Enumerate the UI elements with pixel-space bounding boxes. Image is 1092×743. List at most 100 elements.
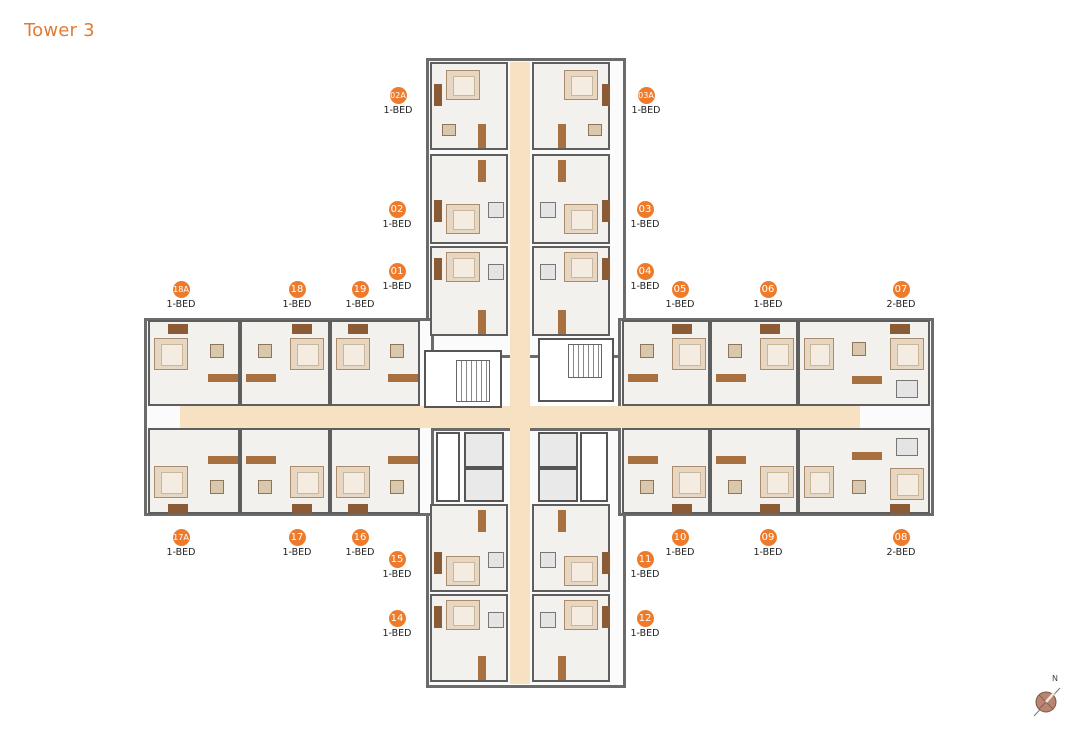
unit-type-label: 1-BED bbox=[630, 569, 660, 580]
unit-number-badge: 12 bbox=[636, 610, 654, 627]
unit-tag-07[interactable]: 07 2-BED bbox=[871, 279, 931, 310]
unit-type-label: 1-BED bbox=[382, 281, 412, 292]
unit-number-badge: 14 bbox=[388, 610, 406, 627]
unit-11-plan[interactable] bbox=[532, 504, 610, 592]
unit-tag-11[interactable]: 11 1-BED bbox=[615, 549, 675, 580]
unit-type-label: 2-BED bbox=[886, 547, 916, 558]
unit-09-plan[interactable] bbox=[710, 428, 798, 514]
unit-type-label: 1-BED bbox=[665, 299, 695, 310]
stair-core-east bbox=[538, 338, 614, 402]
unit-type-label: 1-BED bbox=[630, 628, 660, 639]
unit-tag-02[interactable]: 02 1-BED bbox=[367, 199, 427, 230]
unit-07-plan[interactable] bbox=[798, 320, 930, 406]
unit-05-plan[interactable] bbox=[622, 320, 710, 406]
unit-type-label: 1-BED bbox=[282, 547, 312, 558]
unit-type-label: 2-BED bbox=[886, 299, 916, 310]
north-compass-icon: N bbox=[1030, 674, 1070, 720]
unit-type-label: 1-BED bbox=[753, 547, 783, 558]
unit-number-badge: 01 bbox=[388, 263, 406, 280]
unit-number-badge: 03 bbox=[636, 201, 654, 218]
unit-type-label: 1-BED bbox=[166, 547, 196, 558]
unit-type-label: 1-BED bbox=[630, 281, 660, 292]
unit-number-badge: 07 bbox=[892, 281, 910, 298]
stair-core-west bbox=[424, 350, 502, 408]
unit-type-label: 1-BED bbox=[630, 219, 660, 230]
unit-12-plan[interactable] bbox=[532, 594, 610, 682]
unit-number-badge: 02 bbox=[388, 201, 406, 218]
unit-type-label: 1-BED bbox=[753, 299, 783, 310]
unit-02-plan[interactable] bbox=[430, 154, 508, 244]
unit-tag-03[interactable]: 03 1-BED bbox=[615, 199, 675, 230]
unit-tag-03A[interactable]: 03A 1-BED bbox=[616, 85, 676, 116]
unit-number-badge: 16 bbox=[351, 529, 369, 546]
unit-tag-18A[interactable]: 18A 1-BED bbox=[151, 279, 211, 310]
unit-number-badge: 05 bbox=[671, 281, 689, 298]
unit-14-plan[interactable] bbox=[430, 594, 508, 682]
lift-4 bbox=[538, 468, 578, 502]
page-title: Tower 3 bbox=[24, 20, 95, 41]
unit-number-badge: 15 bbox=[388, 551, 406, 568]
service-room-east bbox=[580, 432, 608, 502]
lift-1 bbox=[464, 432, 504, 468]
unit-tag-05[interactable]: 05 1-BED bbox=[650, 279, 710, 310]
unit-type-label: 1-BED bbox=[282, 299, 312, 310]
unit-15-plan[interactable] bbox=[430, 504, 508, 592]
unit-10-plan[interactable] bbox=[622, 428, 710, 514]
unit-number-badge: 03A bbox=[637, 87, 655, 104]
lift-2 bbox=[464, 468, 504, 502]
unit-type-label: 1-BED bbox=[166, 299, 196, 310]
unit-tag-08[interactable]: 08 2-BED bbox=[871, 527, 931, 558]
unit-tag-01[interactable]: 01 1-BED bbox=[367, 261, 427, 292]
unit-number-badge: 18A bbox=[172, 281, 190, 298]
unit-02A-plan[interactable] bbox=[430, 62, 508, 150]
unit-tag-12[interactable]: 12 1-BED bbox=[615, 608, 675, 639]
unit-number-badge: 17 bbox=[288, 529, 306, 546]
unit-tag-10[interactable]: 10 1-BED bbox=[650, 527, 710, 558]
unit-17A-plan[interactable] bbox=[148, 428, 240, 514]
unit-number-badge: 08 bbox=[892, 529, 910, 546]
unit-tag-18[interactable]: 18 1-BED bbox=[267, 279, 327, 310]
unit-tag-17A[interactable]: 17A 1-BED bbox=[151, 527, 211, 558]
compass-north-label: N bbox=[1052, 674, 1058, 683]
unit-number-badge: 04 bbox=[636, 263, 654, 280]
unit-type-label: 1-BED bbox=[383, 105, 413, 116]
unit-tag-16[interactable]: 16 1-BED bbox=[330, 527, 390, 558]
unit-03A-plan[interactable] bbox=[532, 62, 610, 150]
unit-tag-15[interactable]: 15 1-BED bbox=[367, 549, 427, 580]
unit-03-plan[interactable] bbox=[532, 154, 610, 244]
corridor-vertical bbox=[510, 62, 530, 684]
unit-16-plan[interactable] bbox=[330, 428, 420, 514]
unit-tag-14[interactable]: 14 1-BED bbox=[367, 608, 427, 639]
unit-type-label: 1-BED bbox=[382, 219, 412, 230]
unit-01-plan[interactable] bbox=[430, 246, 508, 336]
unit-tag-09[interactable]: 09 1-BED bbox=[738, 527, 798, 558]
unit-number-badge: 10 bbox=[671, 529, 689, 546]
unit-type-label: 1-BED bbox=[382, 628, 412, 639]
unit-number-badge: 18 bbox=[288, 281, 306, 298]
unit-tag-04[interactable]: 04 1-BED bbox=[615, 261, 675, 292]
unit-tag-06[interactable]: 06 1-BED bbox=[738, 279, 798, 310]
unit-tag-17[interactable]: 17 1-BED bbox=[267, 527, 327, 558]
unit-08-plan[interactable] bbox=[798, 428, 930, 514]
unit-type-label: 1-BED bbox=[382, 569, 412, 580]
unit-number-badge: 19 bbox=[351, 281, 369, 298]
unit-18-plan[interactable] bbox=[240, 320, 330, 406]
electrical-room bbox=[436, 432, 460, 502]
unit-number-badge: 17A bbox=[172, 529, 190, 546]
unit-17-plan[interactable] bbox=[240, 428, 330, 514]
unit-type-label: 1-BED bbox=[345, 547, 375, 558]
unit-number-badge: 06 bbox=[759, 281, 777, 298]
unit-06-plan[interactable] bbox=[710, 320, 798, 406]
unit-tag-02A[interactable]: 02A 1-BED bbox=[368, 85, 428, 116]
unit-number-badge: 02A bbox=[389, 87, 407, 104]
unit-number-badge: 09 bbox=[759, 529, 777, 546]
lift-3 bbox=[538, 432, 578, 468]
unit-18A-plan[interactable] bbox=[148, 320, 240, 406]
unit-tag-19[interactable]: 19 1-BED bbox=[330, 279, 390, 310]
unit-type-label: 1-BED bbox=[665, 547, 695, 558]
unit-number-badge: 11 bbox=[636, 551, 654, 568]
unit-04-plan[interactable] bbox=[532, 246, 610, 336]
unit-type-label: 1-BED bbox=[631, 105, 661, 116]
unit-19-plan[interactable] bbox=[330, 320, 420, 406]
